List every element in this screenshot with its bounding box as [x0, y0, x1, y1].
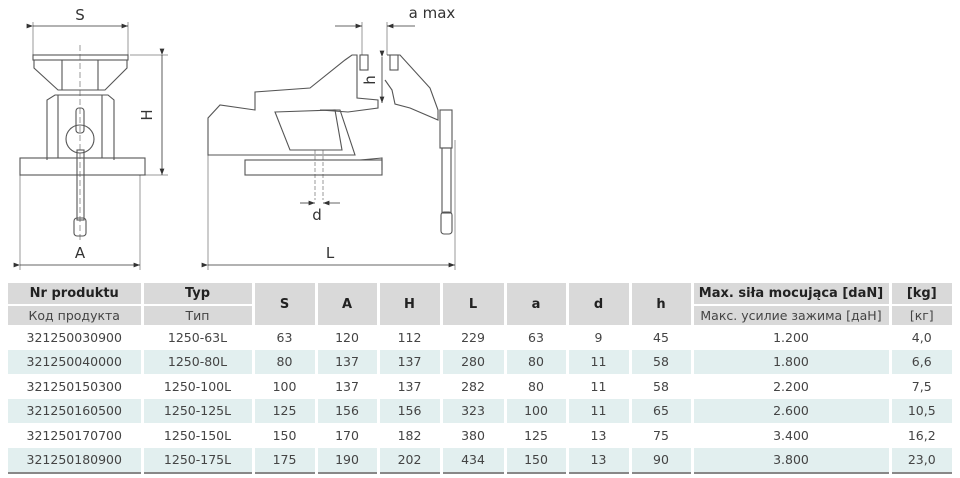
cell-a: 80 [505, 349, 569, 374]
cell-h: 58 [630, 374, 694, 399]
cell-typ: 1250-80L [142, 349, 255, 374]
cell-a: 137 [316, 374, 380, 399]
cell-nr: 321250030900 [8, 325, 144, 350]
header-a: a [505, 283, 569, 325]
cell-nr: 321250040000 [8, 349, 144, 374]
header-h: h [630, 283, 694, 325]
header-nr-sub: Код продукта [8, 304, 144, 325]
cell-a: 125 [505, 423, 569, 448]
cell-kg: 6,6 [890, 349, 952, 374]
cell-typ: 1250-150L [142, 423, 255, 448]
dim-label-d: d [312, 206, 322, 224]
header-force-sub: Макс. усилие зажима [даН] [692, 304, 892, 325]
product-spec-table: Nr produktu Typ S A H L a d h Max. siła … [8, 283, 952, 474]
cell-l: 282 [441, 374, 507, 399]
cell-d: 13 [567, 447, 632, 474]
cell-a: 120 [316, 325, 380, 350]
cell-typ: 1250-125L [142, 398, 255, 423]
cell-l: 229 [441, 325, 507, 350]
header-typ: Typ [142, 283, 255, 305]
cell-a: 170 [316, 423, 380, 448]
cell-kg: 10,5 [890, 398, 952, 423]
cell-force: 2.200 [692, 374, 892, 399]
cell-s: 100 [253, 374, 318, 399]
cell-nr: 321250150300 [8, 374, 144, 399]
cell-s: 175 [253, 447, 318, 474]
cell-kg: 16,2 [907, 427, 936, 443]
cell-h: 75 [630, 423, 694, 448]
cell-l: 380 [441, 423, 507, 448]
cell-h: 112 [378, 325, 443, 350]
cell-h: 58 [630, 349, 694, 374]
dim-label-a-max: a max [409, 4, 456, 22]
cell-h: 45 [630, 325, 694, 350]
dim-label-l: L [326, 244, 335, 262]
header-kg: [kg] [890, 283, 952, 305]
cell-kg: 23,0 [890, 447, 952, 474]
cell-force: 3.400 [692, 423, 892, 448]
cell-d: 13 [567, 423, 632, 448]
cell-a: 137 [316, 349, 380, 374]
cell-h: 65 [630, 398, 694, 423]
cell-h: 156 [378, 398, 443, 423]
cell-h: 137 [378, 349, 443, 374]
cell-a: 190 [316, 447, 380, 474]
front-view [19, 45, 146, 240]
dim-label-s: S [75, 6, 85, 24]
cell-a: 156 [316, 398, 380, 423]
vise-technical-drawing: S H A L a max h d [13, 4, 456, 270]
side-view [207, 54, 453, 235]
cell-nr: 321250180900 [8, 447, 144, 474]
cell-s: 63 [253, 325, 318, 350]
cell-h: 90 [630, 447, 694, 474]
cell-d: 11 [567, 374, 632, 399]
cell-typ: 1250-175L [142, 447, 255, 474]
cell-nr: 321250160500 [8, 398, 144, 423]
header-h-height: H [378, 283, 443, 325]
cell-l: 280 [441, 349, 507, 374]
cell-d: 9 [567, 325, 632, 350]
cell-typ: 1250-63L [142, 325, 255, 350]
dim-label-a-width: A [75, 244, 86, 262]
header-nr: Nr produktu [8, 283, 144, 305]
cell-a: 63 [505, 325, 569, 350]
header-d: d [567, 283, 632, 325]
cell-kg: 7,5 [911, 378, 932, 394]
cell-a: 100 [505, 398, 569, 423]
cell-l: 434 [441, 447, 507, 474]
header-s: S [253, 283, 318, 325]
cell-force: 1.200 [692, 325, 892, 350]
cell-typ: 1250-100L [142, 374, 255, 399]
header-typ-sub: Тип [142, 304, 255, 325]
header-a-width: A [316, 283, 380, 325]
cell-nr: 321250170700 [8, 423, 144, 448]
cell-s: 80 [253, 349, 318, 374]
header-l: L [441, 283, 507, 325]
cell-force: 3.800 [692, 447, 892, 474]
cell-a: 80 [505, 374, 569, 399]
cell-h: 182 [378, 423, 443, 448]
cell-d: 11 [567, 398, 632, 423]
cell-force: 2.600 [692, 398, 892, 423]
cell-kg: 4,0 [911, 329, 932, 345]
dim-label-h-height: H [138, 109, 156, 120]
cell-force: 1.800 [692, 349, 892, 374]
header-force: Max. siła mocująca [daN] [692, 283, 892, 305]
header-kg-sub: [кг] [890, 304, 952, 325]
cell-l: 323 [441, 398, 507, 423]
cell-s: 125 [253, 398, 318, 423]
cell-h: 202 [378, 447, 443, 474]
cell-a: 150 [505, 447, 569, 474]
dim-label-jaw-h: h [361, 75, 379, 85]
cell-h: 137 [378, 374, 443, 399]
cell-s: 150 [253, 423, 318, 448]
cell-d: 11 [567, 349, 632, 374]
